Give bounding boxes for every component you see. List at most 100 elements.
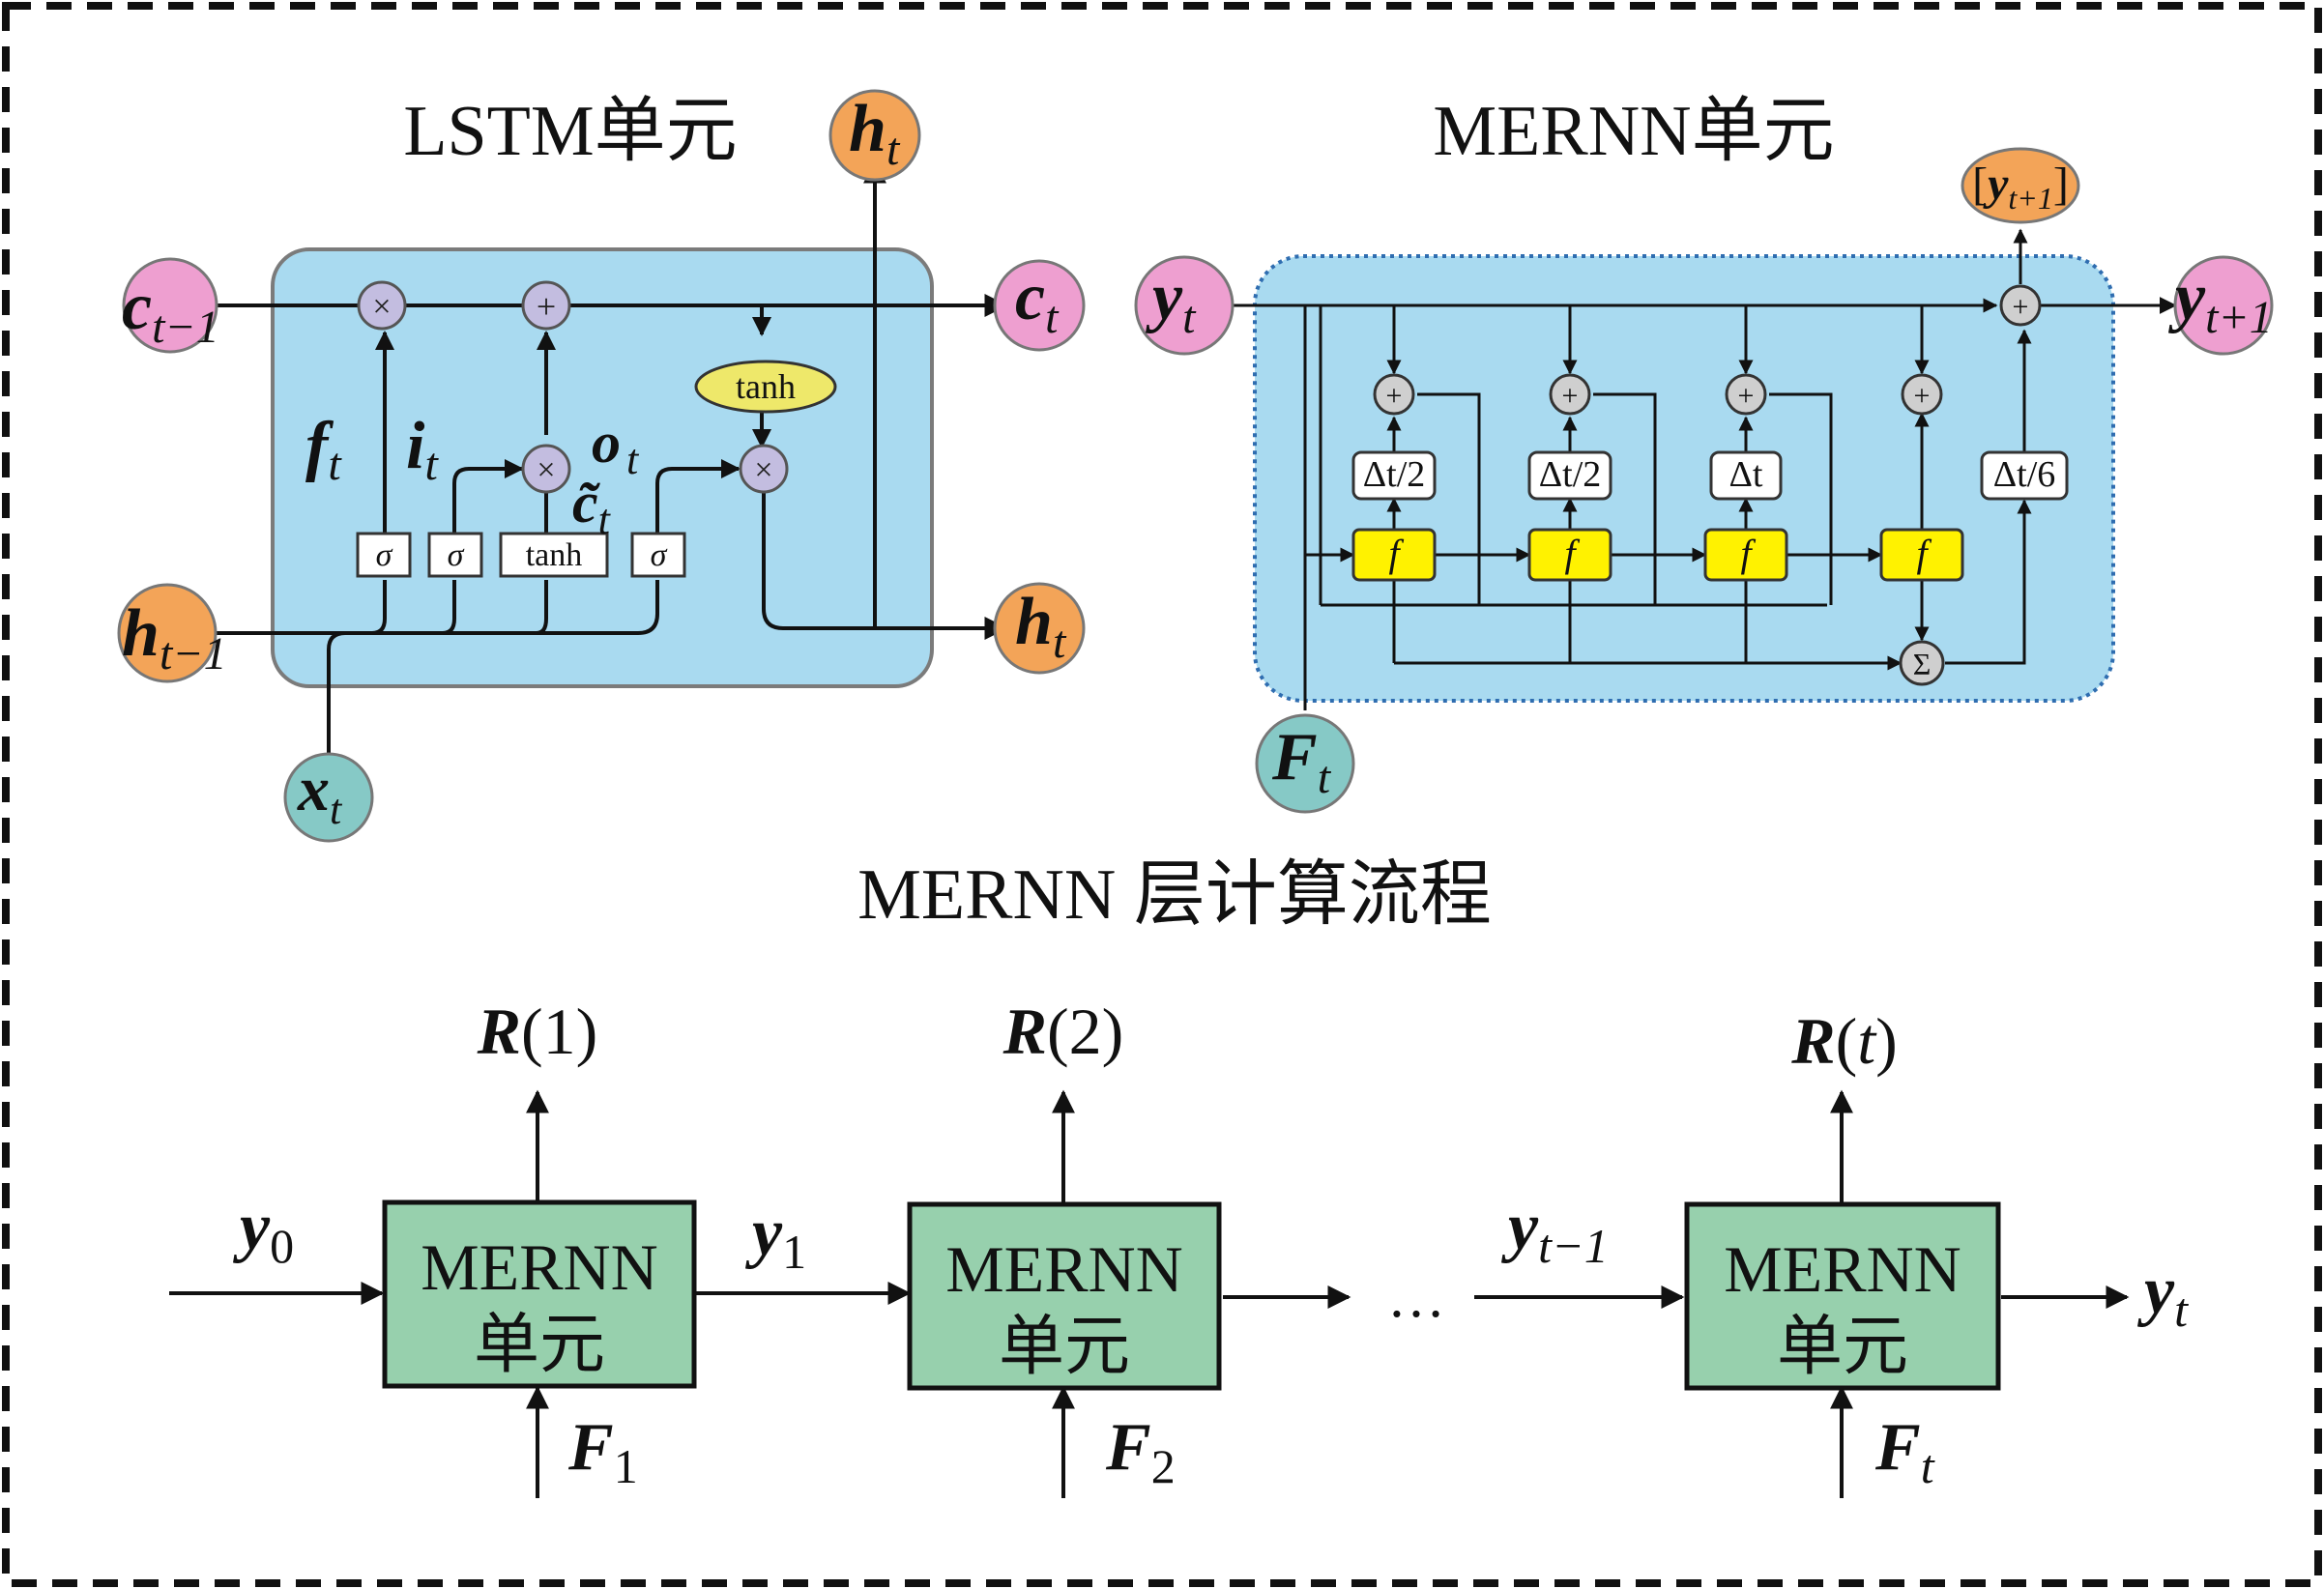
lstm-unit: LSTM单元 × +: [117, 89, 1086, 843]
svg-text:+: +: [1386, 380, 1403, 412]
svg-text:ct−1: ct−1: [122, 270, 219, 353]
mernn-step-3: Δt: [1709, 450, 1783, 501]
svg-text:tanh: tanh: [526, 537, 583, 573]
node-f-in: Ft: [1255, 713, 1355, 814]
lstm-gate-output: σ: [630, 532, 686, 578]
lstm-gate-candidate: tanh: [499, 532, 609, 578]
svg-text:Δt/2: Δt/2: [1539, 454, 1602, 495]
svg-text:+: +: [1562, 380, 1579, 412]
svg-text:×: ×: [537, 452, 555, 488]
input-gate-label: it: [406, 409, 439, 490]
svg-text:ht: ht: [1015, 585, 1067, 668]
svg-text:Δt: Δt: [1729, 454, 1763, 495]
lstm-gate-forget: σ: [356, 532, 412, 578]
plus-icon: [1373, 373, 1415, 416]
svg-text:MERNN: MERNN: [945, 1232, 1183, 1306]
svg-text:MERNN: MERNN: [1724, 1232, 1961, 1306]
mernn-add-4: +: [1901, 373, 1943, 416]
node-y-in: yt: [1134, 255, 1235, 356]
mernn-unit-box-t: MERNN 单元: [1684, 1201, 2001, 1391]
mernn-f-2: f: [1527, 528, 1612, 582]
node-y-top: [yt+1]: [1961, 147, 2080, 224]
svg-text:单元: 单元: [1777, 1310, 1908, 1383]
plus-icon: [1999, 284, 2042, 327]
state-y-t-minus-1: yt−1: [1501, 1190, 1609, 1273]
flow-ellipsis: …: [1387, 1265, 1445, 1329]
svg-text:MERNN: MERNN: [421, 1230, 658, 1304]
mernn-step-4: Δt/6: [1980, 450, 2069, 501]
node-y-out: yt+1: [2168, 255, 2274, 356]
mernn-f-1: f: [1351, 528, 1437, 582]
node-h-prev: ht−1: [117, 583, 227, 683]
mernn-f-3: f: [1703, 528, 1788, 582]
svg-text:xt: xt: [297, 754, 343, 833]
node-h-out-top: ht: [828, 89, 921, 182]
candidate-label: c̃t: [572, 471, 612, 543]
mernn-add-1: +: [1373, 373, 1415, 416]
output-r-1: R(1): [477, 995, 598, 1068]
mernn-add-3: +: [1725, 373, 1767, 416]
mernn-step-1: Δt/2: [1351, 450, 1437, 501]
svg-text:×: ×: [372, 289, 391, 325]
node-x: xt: [283, 752, 374, 843]
svg-text:tanh: tanh: [736, 367, 796, 406]
svg-text:σ: σ: [651, 537, 668, 573]
svg-text:Δt/6: Δt/6: [1993, 454, 2056, 495]
forcing-f-2: F2: [1105, 1410, 1176, 1493]
lstm-forget-mul: ×: [357, 280, 407, 331]
mernn-unit: MERNN单元: [1134, 92, 2274, 814]
svg-text:ht−1: ht−1: [122, 596, 227, 679]
node-c-prev: ct−1: [122, 257, 219, 354]
plus-icon: [1901, 373, 1943, 416]
node-h-out-right: ht: [993, 582, 1086, 675]
svg-text:Δt/2: Δt/2: [1363, 454, 1426, 495]
plus-icon: [521, 280, 571, 331]
svg-text:+: +: [2013, 291, 2029, 323]
state-y-1: y1: [745, 1196, 806, 1279]
multiply-icon: [521, 444, 571, 494]
lstm-gate-input: σ: [427, 532, 483, 578]
svg-text:×: ×: [754, 452, 772, 488]
svg-text:ct: ct: [1015, 260, 1060, 343]
flow-title: MERNN 层计算流程: [857, 855, 1492, 935]
state-y-0: y0: [233, 1190, 294, 1273]
lstm-title: LSTM单元: [403, 92, 737, 171]
mernn-f-4: f: [1879, 528, 1964, 582]
forcing-f-1: F1: [567, 1410, 638, 1493]
sigma-icon: [1899, 640, 1945, 686]
svg-text:Σ: Σ: [1913, 647, 1932, 681]
svg-text:单元: 单元: [999, 1310, 1130, 1383]
output-r-2: R(2): [1002, 995, 1124, 1068]
mernn-wires: [1230, 228, 2177, 710]
flow-arrows: [169, 1089, 2130, 1498]
output-r-t: R(t): [1790, 1004, 1898, 1078]
svg-text:单元: 单元: [474, 1308, 605, 1381]
mernn-step-2: Δt/2: [1527, 450, 1612, 501]
lstm-input-mul: ×: [521, 444, 571, 494]
svg-text:σ: σ: [376, 537, 393, 573]
svg-text:+: +: [537, 287, 556, 326]
lstm-cell-add: +: [521, 280, 571, 331]
svg-text:σ: σ: [448, 537, 465, 573]
forcing-f-t: Ft: [1874, 1410, 1935, 1493]
mernn-unit-box-1: MERNN 单元: [382, 1199, 697, 1389]
svg-text:Ft: Ft: [1271, 720, 1332, 803]
mernn-title: MERNN单元: [1433, 92, 1834, 171]
mernn-unit-box-2: MERNN 单元: [907, 1201, 1222, 1391]
mernn-cell-box: [1253, 254, 2115, 703]
lstm-output-mul: ×: [739, 444, 789, 494]
svg-text:+: +: [1738, 380, 1755, 412]
state-y-t: yt: [2137, 1254, 2189, 1337]
forget-gate-label: ft: [305, 409, 342, 490]
svg-text:[yt+1]: [yt+1]: [1972, 159, 2069, 216]
svg-text:yt: yt: [1146, 260, 1197, 343]
multiply-icon: [739, 444, 789, 494]
mernn-add-2: +: [1549, 373, 1591, 416]
mernn-sum: Σ: [1899, 640, 1945, 686]
plus-icon: [1725, 373, 1767, 416]
svg-text:yt+1: yt+1: [2168, 260, 2273, 343]
lstm-tanh-oval: tanh: [694, 360, 837, 414]
